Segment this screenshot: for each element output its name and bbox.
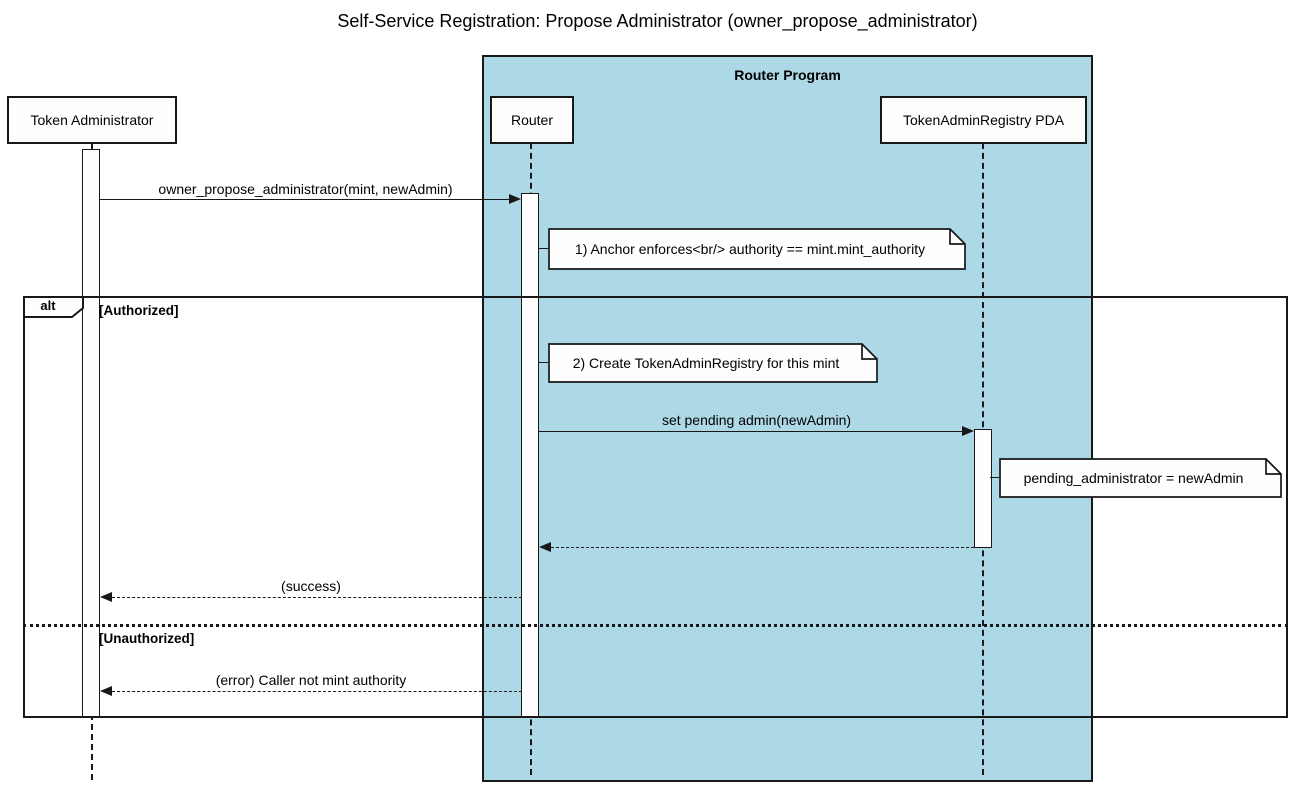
message-propose-line (100, 199, 512, 200)
message-propose-label: owner_propose_administrator(mint, newAdm… (158, 181, 453, 197)
note-create-registry-text: 2) Create TokenAdminRegistry for this mi… (572, 355, 840, 371)
note-create-registry: 2) Create TokenAdminRegistry for this mi… (548, 343, 878, 383)
alt-operator-label: alt (40, 298, 56, 313)
participant-tokenadminregistry-pda: TokenAdminRegistry PDA (880, 96, 1087, 144)
alt-fragment-frame: alt [Authorized] [Unauthorized] (23, 296, 1288, 718)
participant-tokenadminregistry-pda-label: TokenAdminRegistry PDA (902, 112, 1065, 128)
message-success-label: (success) (281, 578, 341, 594)
note-shape (999, 458, 1282, 498)
note-2-connector (538, 362, 548, 363)
note-pending-administrator-text: pending_administrator = newAdmin (1023, 470, 1244, 486)
message-error-label: (error) Caller not mint authority (215, 672, 407, 688)
arrowhead-left-icon (539, 542, 551, 552)
group-title: Router Program (734, 67, 841, 83)
participant-router: Router (490, 96, 574, 144)
message-set-pending-label: set pending admin(newAdmin) (661, 412, 852, 428)
participant-token-administrator-label: Token Administrator (30, 112, 154, 128)
diagram-title: Self-Service Registration: Propose Admin… (337, 11, 978, 31)
arrowhead-left-icon (100, 686, 112, 696)
note-shape (548, 228, 966, 270)
guard-unauthorized: [Unauthorized] (99, 631, 195, 646)
participant-router-label: Router (510, 112, 554, 128)
note-1-connector (538, 248, 548, 249)
note-shape (548, 343, 878, 383)
activation-tokenadminregistry-pda (974, 429, 992, 548)
alt-operator-tab: alt (23, 296, 85, 319)
return-pda-line (551, 547, 974, 548)
message-set-pending-line (539, 431, 963, 432)
alt-pentagon-shape (23, 296, 84, 318)
note-pending-administrator: pending_administrator = newAdmin (999, 458, 1282, 498)
note-anchor-enforces: 1) Anchor enforces<br/> authority == min… (548, 228, 966, 270)
guard-authorized: [Authorized] (99, 303, 179, 318)
note-3-connector (990, 477, 1000, 478)
arrowhead-right-icon (509, 194, 521, 204)
router-program-group: Router Program (482, 55, 1093, 782)
participant-token-administrator: Token Administrator (7, 96, 177, 144)
message-success-line (112, 597, 522, 598)
arrowhead-left-icon (100, 592, 112, 602)
note-anchor-enforces-text: 1) Anchor enforces<br/> authority == min… (574, 241, 926, 257)
alt-branch-separator (23, 624, 1288, 627)
message-error-line (112, 691, 522, 692)
arrowhead-right-icon (962, 426, 974, 436)
